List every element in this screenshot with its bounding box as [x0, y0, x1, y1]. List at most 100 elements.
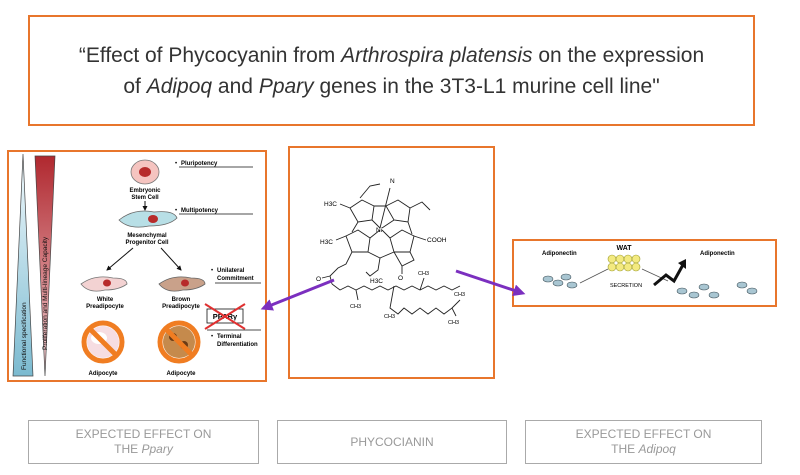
- ring: [385, 199, 411, 223]
- bond: [359, 183, 381, 199]
- msc-label-1: Mesenchymal: [127, 233, 167, 239]
- stage-unilateral-1: Unilateral: [217, 268, 245, 274]
- specification-triangle: [12, 153, 34, 377]
- adiponectin-molecules-left: [542, 273, 578, 289]
- arrow-to-lineage: [260, 278, 335, 311]
- adipocyte-brown-label: Adipocyte: [166, 371, 196, 377]
- bond: [413, 235, 427, 241]
- bond: [321, 251, 353, 285]
- specification-label: Functional specification: [21, 302, 28, 370]
- ring: [349, 199, 375, 223]
- atom-ch3: CH3: [350, 304, 361, 310]
- structure-panel: N Ni H3C H3C H3C COOH O O CH3 CH3 CH3 CH…: [288, 146, 495, 379]
- ring: [389, 229, 415, 253]
- mesenchymal-cell: [118, 210, 178, 228]
- bond: [393, 251, 415, 274]
- brown-label-1: Brown: [172, 297, 191, 303]
- title-text: and: [212, 74, 259, 98]
- cell-nucleus: [148, 215, 158, 223]
- stage-terminal-1: Terminal: [217, 334, 242, 340]
- phytyl-branch: [355, 277, 461, 317]
- caption-adipoq: EXPECTED EFFECT ON THE Adipoq: [525, 420, 762, 464]
- cross-mark: [204, 303, 246, 330]
- lineage-panel: Proliferation and Multi-lineage Capacity…: [7, 150, 267, 382]
- white-label-2: Preadipocyte: [86, 304, 124, 310]
- increase-arrow-head: [678, 259, 686, 269]
- wat-label: WAT: [616, 245, 632, 252]
- adiponectin-left-label: Adiponectin: [542, 251, 577, 257]
- prohibited-icon-bar: [164, 327, 194, 357]
- adipocyte-cluster: [607, 254, 641, 272]
- adipocyte-white-label: Adipocyte: [88, 371, 118, 377]
- stage-unilateral-2: Commitment: [217, 276, 254, 282]
- arrow-to-white: [106, 247, 134, 271]
- title-quote: “: [78, 43, 86, 67]
- caption-text: EXPECTED EFFECT ON: [575, 427, 712, 441]
- caption-text: PHYCOCIANIN: [350, 434, 434, 449]
- cell-nucleus: [103, 279, 111, 287]
- atom-ch3: CH3: [418, 271, 429, 277]
- title-species: Arthrospira platensis: [341, 43, 533, 67]
- embryonic-label-1: Embryonic: [129, 188, 161, 194]
- bond: [351, 205, 413, 259]
- secretion-diagram: WAT SECRETION Adiponectin Adiponectin: [542, 245, 758, 299]
- caption-ppary: EXPECTED EFFECT ON THE Ppary: [28, 420, 259, 464]
- ring: [345, 229, 371, 253]
- atom-cooh: COOH: [427, 237, 447, 244]
- bond: [365, 257, 381, 277]
- secretion-arrow-right: [641, 268, 669, 282]
- bond: [369, 187, 395, 239]
- stage-terminal-2: Differentiation: [217, 342, 258, 348]
- title-text: genes in the 3T3-L1 murine cell line": [313, 74, 660, 98]
- arrow-to-adiponectin: [455, 269, 526, 297]
- secretion-arrow-left: [579, 268, 609, 284]
- caption-phycocianin: PHYCOCIANIN: [277, 420, 507, 464]
- phycocyanin-structure: N Ni H3C H3C H3C COOH O O CH3 CH3 CH3 CH…: [316, 178, 465, 326]
- proliferation-triangle: [34, 155, 56, 377]
- caption-line-2: THE Adipoq: [611, 442, 676, 457]
- cell-nucleus: [139, 167, 151, 177]
- atom-ni: Ni: [376, 227, 382, 234]
- stage-multipotency: Multipotency: [181, 208, 219, 214]
- atom-ch3: CH3: [454, 292, 465, 298]
- white-label-1: White: [97, 297, 114, 303]
- atom-h3c: H3C: [370, 278, 383, 285]
- title-text: Effect of Phycocyanin from: [85, 43, 342, 67]
- lineage-diagram: Proliferation and Multi-lineage Capacity…: [12, 153, 261, 377]
- title-gene-adipoq: Adipoq: [146, 74, 213, 98]
- atom-n: N: [390, 178, 395, 185]
- msc-label-2: Progenitor Cell: [125, 240, 168, 246]
- phytyl-chain: [331, 283, 461, 291]
- bond: [409, 201, 431, 211]
- bond: [335, 203, 351, 241]
- caption-gene: Adipoq: [638, 442, 676, 456]
- title-text: on the expression: [532, 43, 705, 67]
- adiponectin-right-label: Adiponectin: [700, 251, 735, 257]
- title-box: “Effect of Phycocyanin from Arthrospira …: [28, 15, 755, 126]
- atom-h3c: H3C: [320, 239, 333, 246]
- caption-text: EXPECTED EFFECT ON: [75, 427, 212, 441]
- caption-text: THE: [611, 442, 639, 456]
- atom-o: O: [316, 276, 321, 283]
- bullet: •: [175, 208, 177, 214]
- cell-nucleus: [181, 279, 189, 287]
- prohibited-icon-bar: [88, 327, 118, 357]
- caption-line-2: THE Ppary: [114, 442, 173, 457]
- bullet: •: [175, 161, 177, 167]
- atom-ch3: CH3: [384, 314, 395, 320]
- atom-ch3: CH3: [448, 320, 459, 326]
- prohibited-icon: [81, 320, 125, 364]
- atom-h3c: H3C: [324, 201, 337, 208]
- adiponectin-molecules-right: [676, 281, 758, 299]
- title-line-2: of Adipoq and Ppary genes in the 3T3-L1 …: [123, 71, 659, 102]
- secretion-label: SECRETION: [610, 283, 642, 289]
- increase-arrow: [653, 262, 686, 287]
- bullet: •: [211, 268, 213, 274]
- title-text: of: [123, 74, 147, 98]
- title-line-1: “Effect of Phycocyanin from Arthrospira …: [79, 40, 704, 71]
- bullet: •: [211, 334, 213, 340]
- proliferation-label: Proliferation and Multi-lineage Capacity: [42, 236, 49, 350]
- brown-label-2: Preadipocyte: [162, 304, 200, 310]
- arrow-to-brown: [160, 247, 182, 271]
